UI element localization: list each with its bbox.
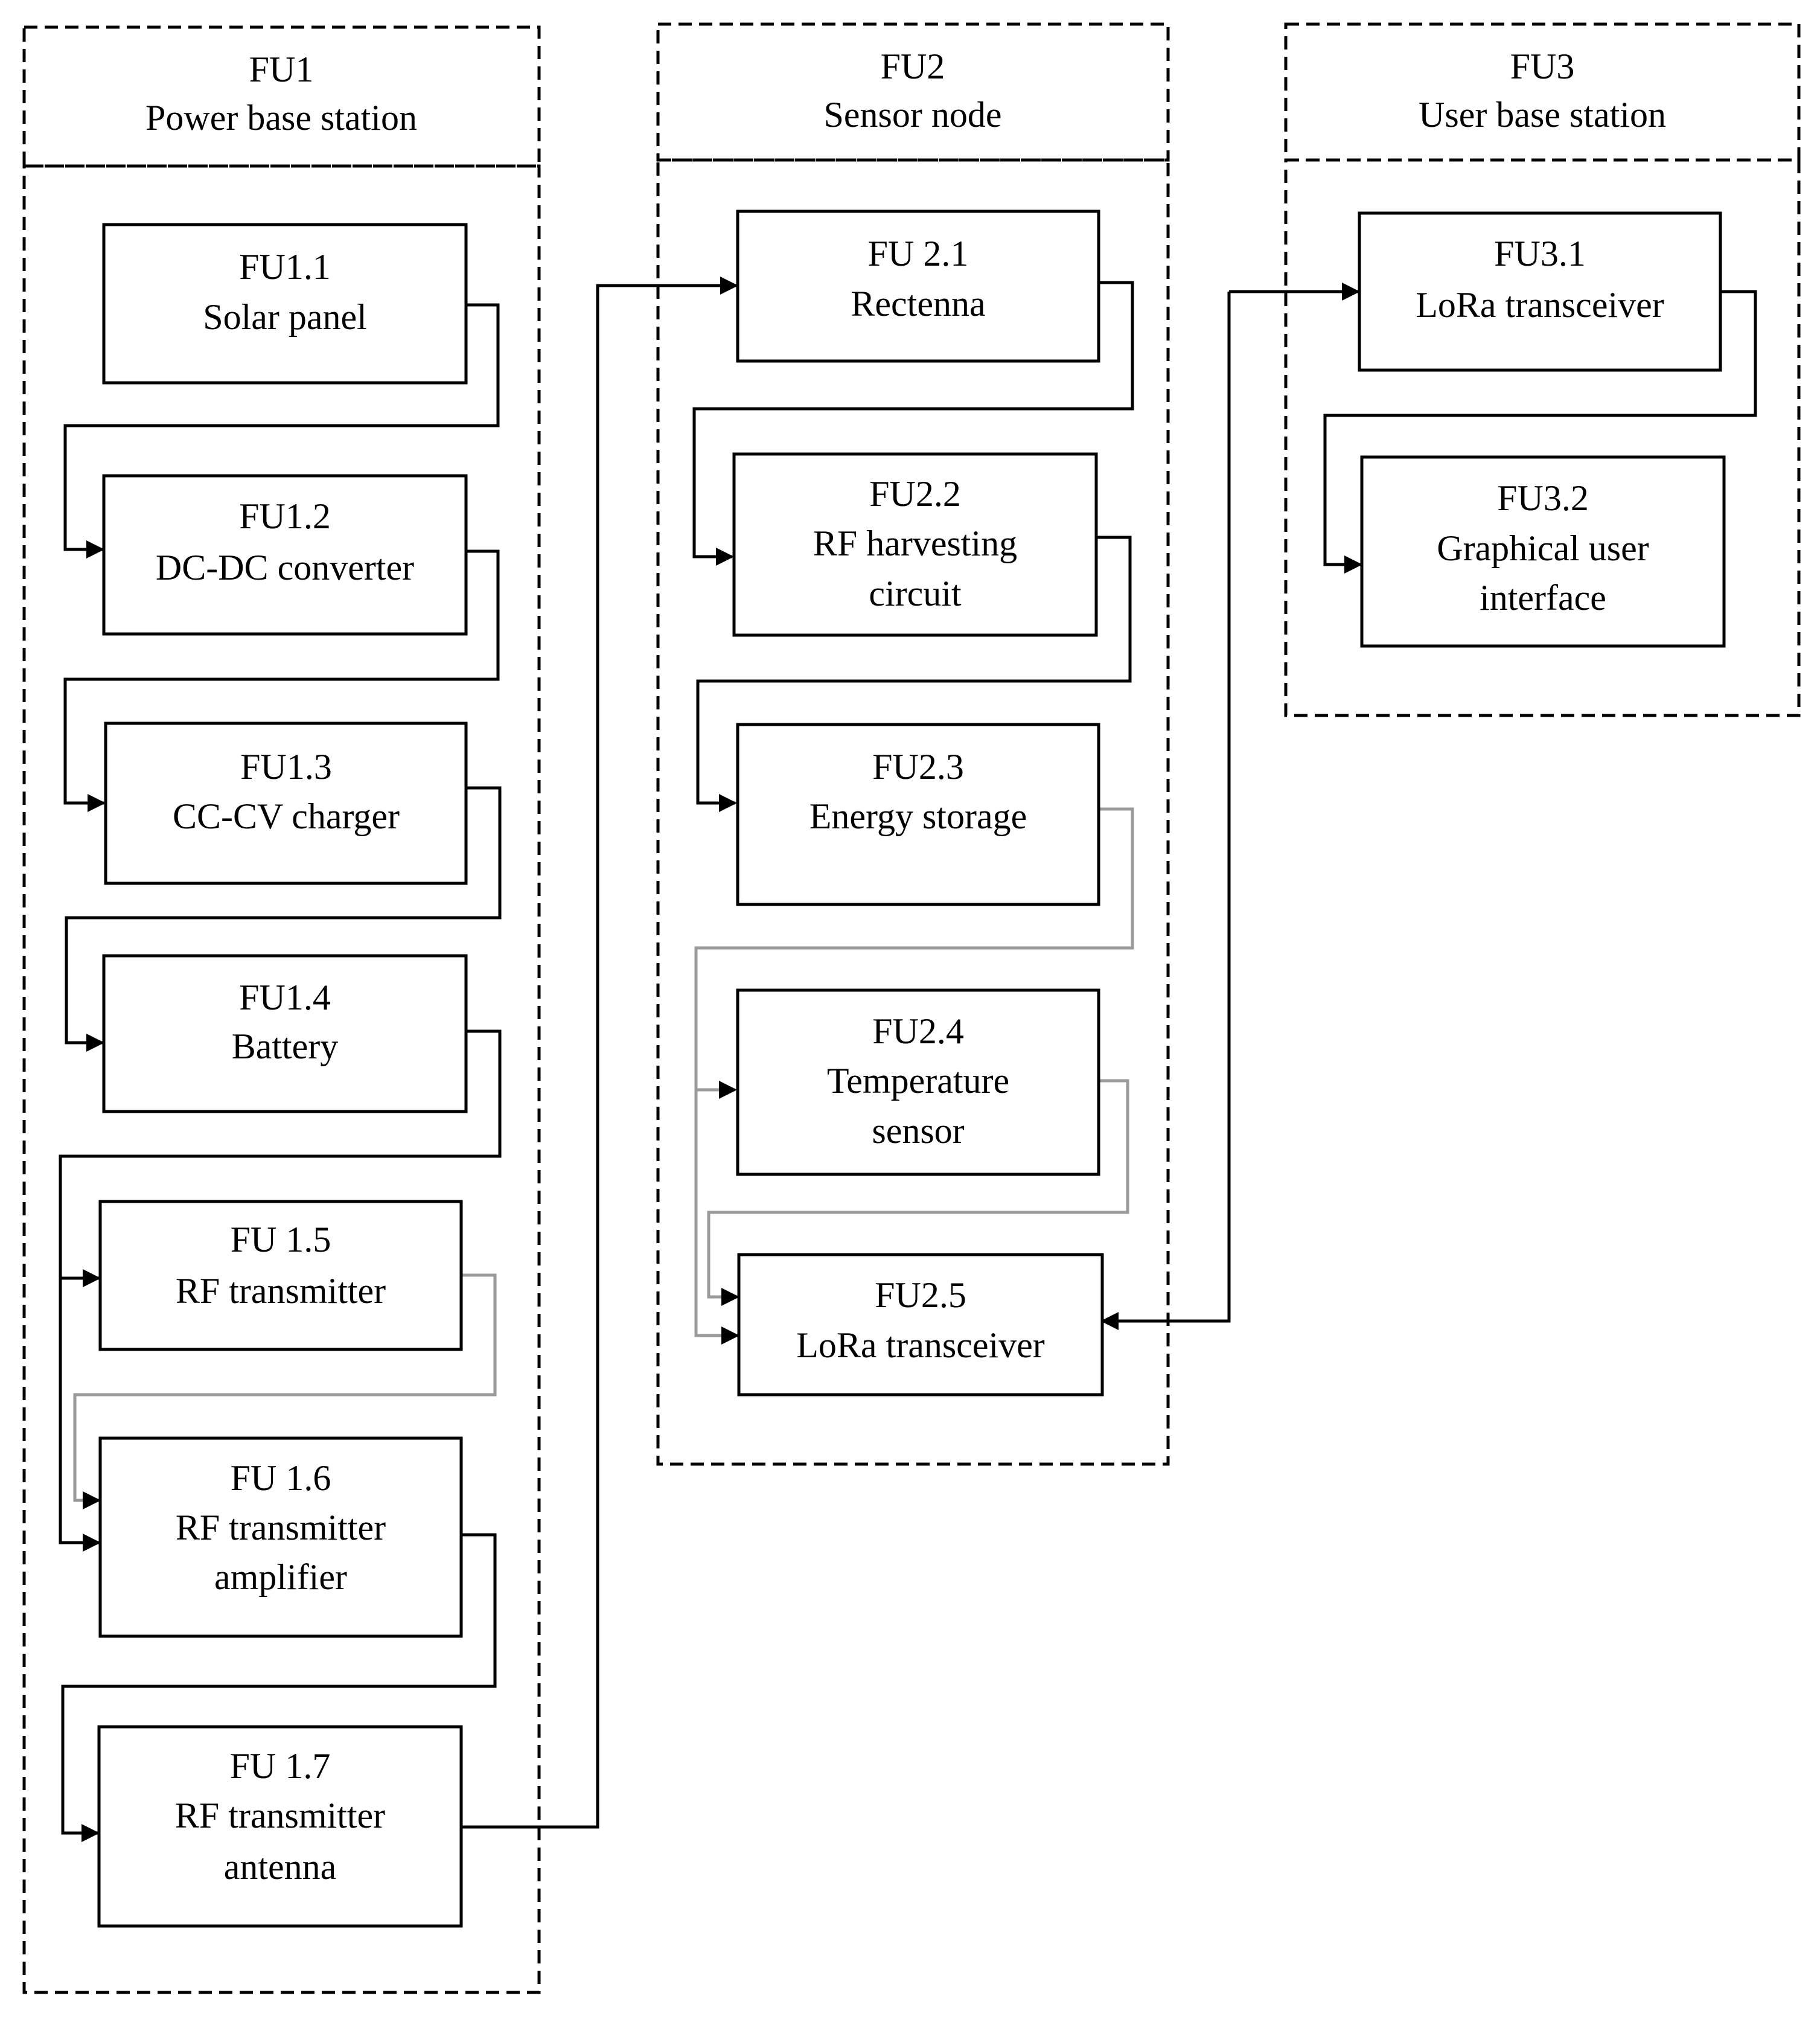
group-fu1-header-frame bbox=[22, 25, 541, 168]
block-fu2-4-line-3: sensor bbox=[872, 1111, 964, 1151]
group-fu3-title: User base station bbox=[1419, 95, 1666, 135]
block-fu1-3-frame bbox=[104, 722, 468, 885]
group-fu2-title: Sensor node bbox=[824, 95, 1002, 135]
connector-fu1-4-to-fu1-5 bbox=[59, 1029, 502, 1287]
group-fu1-body-frame bbox=[22, 164, 541, 1994]
block-fu1-6-line-2: RF transmitter bbox=[176, 1508, 386, 1547]
block-fu1-2: FU1.2 DC-DC converter bbox=[102, 474, 468, 636]
block-fu1-3: FU1.3 CC-CV charger bbox=[104, 722, 468, 885]
block-fu3-2-line-2: Graphical user bbox=[1437, 528, 1649, 568]
connector-fu3-1-to-fu2-5 bbox=[1100, 292, 1231, 1330]
block-fu3-1-frame bbox=[1358, 211, 1722, 372]
block-fu1-7-line-1: FU 1.7 bbox=[230, 1746, 331, 1786]
block-fu2-2-line-2: RF harvesting bbox=[813, 523, 1017, 563]
connector-fu2-4-to-fu2-5 bbox=[707, 1079, 1129, 1306]
block-fu1-3-line-2: CC-CV charger bbox=[173, 796, 400, 836]
block-fu3-2-frame bbox=[1360, 455, 1726, 648]
block-fu1-7-frame bbox=[97, 1725, 463, 1928]
block-fu2-4-frame bbox=[736, 988, 1100, 1176]
block-fu2-4: FU2.4 Temperature sensor bbox=[736, 988, 1100, 1176]
block-fu1-4-line-2: Battery bbox=[232, 1026, 339, 1066]
blocks: FU1.1 Solar panel FU1.2 DC-DC converter … bbox=[97, 210, 1726, 1928]
block-fu2-2: FU2.2 RF harvesting circuit bbox=[732, 452, 1098, 637]
connector-fu1-4-to-fu1-6 bbox=[59, 1278, 101, 1552]
block-fu1-6-frame bbox=[98, 1436, 463, 1638]
block-fu3-2-line-3: interface bbox=[1480, 578, 1606, 618]
group-fu1-label: FU1 bbox=[249, 50, 314, 89]
connectors bbox=[59, 277, 1757, 1842]
block-fu2-2-frame bbox=[732, 452, 1098, 637]
block-fu2-3-frame bbox=[736, 723, 1100, 906]
block-fu3-1-line-1: FU3.1 bbox=[1494, 234, 1586, 274]
group-fu2-header-frame bbox=[656, 22, 1170, 162]
block-fu2-5: FU2.5 LoRa transceiver bbox=[737, 1253, 1104, 1397]
block-fu3-2-line-1: FU3.2 bbox=[1497, 478, 1589, 518]
block-fu2-1-line-1: FU 2.1 bbox=[868, 234, 969, 274]
block-fu2-3: FU2.3 Energy storage bbox=[736, 723, 1100, 906]
block-fu2-2-line-1: FU2.2 bbox=[869, 474, 961, 514]
block-fu1-7-line-3: antenna bbox=[224, 1847, 337, 1887]
group-fu1-title: Power base station bbox=[145, 98, 417, 138]
block-fu2-5-line-2: LoRa transceiver bbox=[796, 1325, 1044, 1365]
block-fu1-1-line-1: FU1.1 bbox=[239, 247, 331, 287]
group-fu2: FU2 Sensor node bbox=[656, 22, 1170, 1466]
block-fu1-2-line-1: FU1.2 bbox=[239, 496, 331, 536]
connector-fu3-1-to-fu3-2 bbox=[1323, 290, 1757, 574]
connector-fu2-3-to-fu2-5 bbox=[694, 1090, 739, 1345]
block-fu1-2-line-2: DC-DC converter bbox=[156, 548, 414, 587]
block-fu2-4-line-2: Temperature bbox=[827, 1061, 1009, 1101]
block-fu1-5-frame bbox=[98, 1200, 463, 1351]
group-fu3-body-frame bbox=[1284, 158, 1801, 717]
connector-fu2-1-to-fu2-2 bbox=[692, 281, 1134, 566]
group-fu3-label: FU3 bbox=[1510, 46, 1575, 86]
block-fu1-6-line-3: amplifier bbox=[214, 1557, 347, 1597]
group-fu2-label: FU2 bbox=[881, 46, 945, 86]
block-fu2-5-frame bbox=[737, 1253, 1104, 1397]
block-fu3-2: FU3.2 Graphical user interface bbox=[1360, 455, 1726, 648]
block-fu2-5-line-1: FU2.5 bbox=[875, 1275, 966, 1315]
block-fu2-1-line-2: Rectenna bbox=[851, 284, 985, 324]
group-fu1: FU1 Power base station bbox=[22, 25, 541, 1994]
block-fu2-3-line-2: Energy storage bbox=[809, 796, 1027, 836]
block-fu2-2-line-3: circuit bbox=[869, 574, 962, 613]
connector-fu1-7-to-fu2-1 bbox=[461, 277, 738, 1829]
connector-fu1-5-to-fu1-6 bbox=[73, 1273, 497, 1509]
group-fu2-body-frame bbox=[656, 158, 1170, 1466]
block-fu1-4-line-1: FU1.4 bbox=[239, 978, 331, 1017]
block-fu1-5-line-1: FU 1.5 bbox=[231, 1220, 331, 1259]
block-fu1-1-frame bbox=[102, 223, 468, 385]
connector-fu1-3-to-fu1-4 bbox=[65, 786, 502, 1052]
block-fu1-3-line-1: FU1.3 bbox=[240, 747, 332, 787]
block-fu1-5-line-2: RF transmitter bbox=[176, 1271, 386, 1311]
connector-fu1-6-to-fu1-7 bbox=[61, 1533, 497, 1842]
block-fu1-6-line-1: FU 1.6 bbox=[231, 1458, 331, 1498]
connector-fu2-3-to-fu2-4 bbox=[694, 807, 1134, 1099]
block-fu1-4: FU1.4 Battery bbox=[102, 954, 468, 1113]
block-fu3-1: FU3.1 LoRa transceiver bbox=[1358, 211, 1722, 372]
block-fu2-1-frame bbox=[736, 210, 1100, 363]
block-fu1-7: FU 1.7 RF transmitter antenna bbox=[97, 1725, 463, 1928]
block-fu1-2-frame bbox=[102, 474, 468, 636]
block-fu1-1-line-2: Solar panel bbox=[203, 297, 367, 337]
block-fu1-4-frame bbox=[102, 954, 468, 1113]
block-fu2-1: FU 2.1 Rectenna bbox=[736, 210, 1100, 363]
block-fu1-6: FU 1.6 RF transmitter amplifier bbox=[98, 1436, 463, 1638]
connector-fu1-1-to-fu1-2 bbox=[63, 303, 500, 558]
connector-fu2-2-to-fu2-3 bbox=[696, 536, 1132, 812]
group-fu3: FU3 User base station bbox=[1284, 22, 1801, 717]
block-fu2-3-line-1: FU2.3 bbox=[872, 747, 964, 787]
connector-fu1-2-to-fu1-3 bbox=[63, 549, 500, 812]
block-fu3-1-line-2: LoRa transceiver bbox=[1416, 285, 1664, 325]
block-fu1-1: FU1.1 Solar panel bbox=[102, 223, 468, 385]
group-fu3-header-frame bbox=[1284, 22, 1801, 162]
block-fu2-4-line-1: FU2.4 bbox=[872, 1011, 964, 1051]
block-fu1-5: FU 1.5 RF transmitter bbox=[98, 1200, 463, 1351]
block-fu1-7-line-2: RF transmitter bbox=[175, 1796, 385, 1835]
